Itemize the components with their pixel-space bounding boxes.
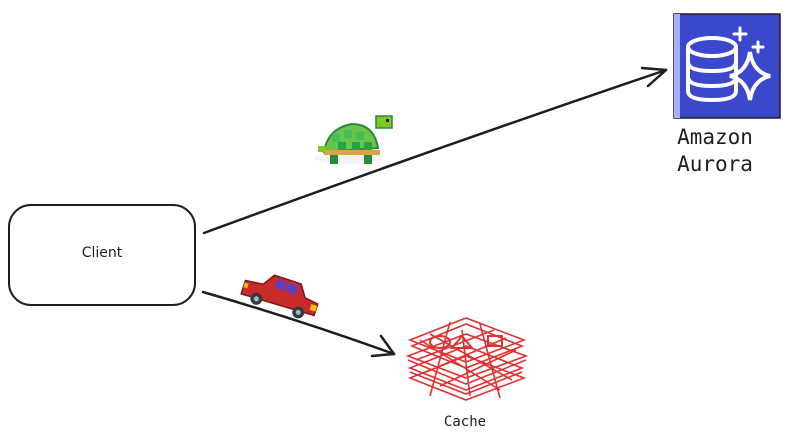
cache-stack-icon[interactable] bbox=[405, 317, 529, 401]
client-node-box[interactable] bbox=[8, 204, 196, 306]
client-label: Client bbox=[81, 245, 123, 261]
amazon-aurora-icon[interactable] bbox=[673, 13, 781, 119]
aurora-label: Amazon Aurora bbox=[660, 124, 770, 178]
client-to-cache-arrow bbox=[201, 290, 396, 358]
turtle-icon bbox=[314, 115, 393, 164]
aurora-label-line2: Aurora bbox=[677, 152, 753, 176]
client-to-aurora-arrow bbox=[202, 66, 668, 235]
cache-label: Cache bbox=[443, 414, 487, 430]
aurora-label-line1: Amazon bbox=[677, 125, 753, 149]
car-icon bbox=[240, 274, 319, 319]
